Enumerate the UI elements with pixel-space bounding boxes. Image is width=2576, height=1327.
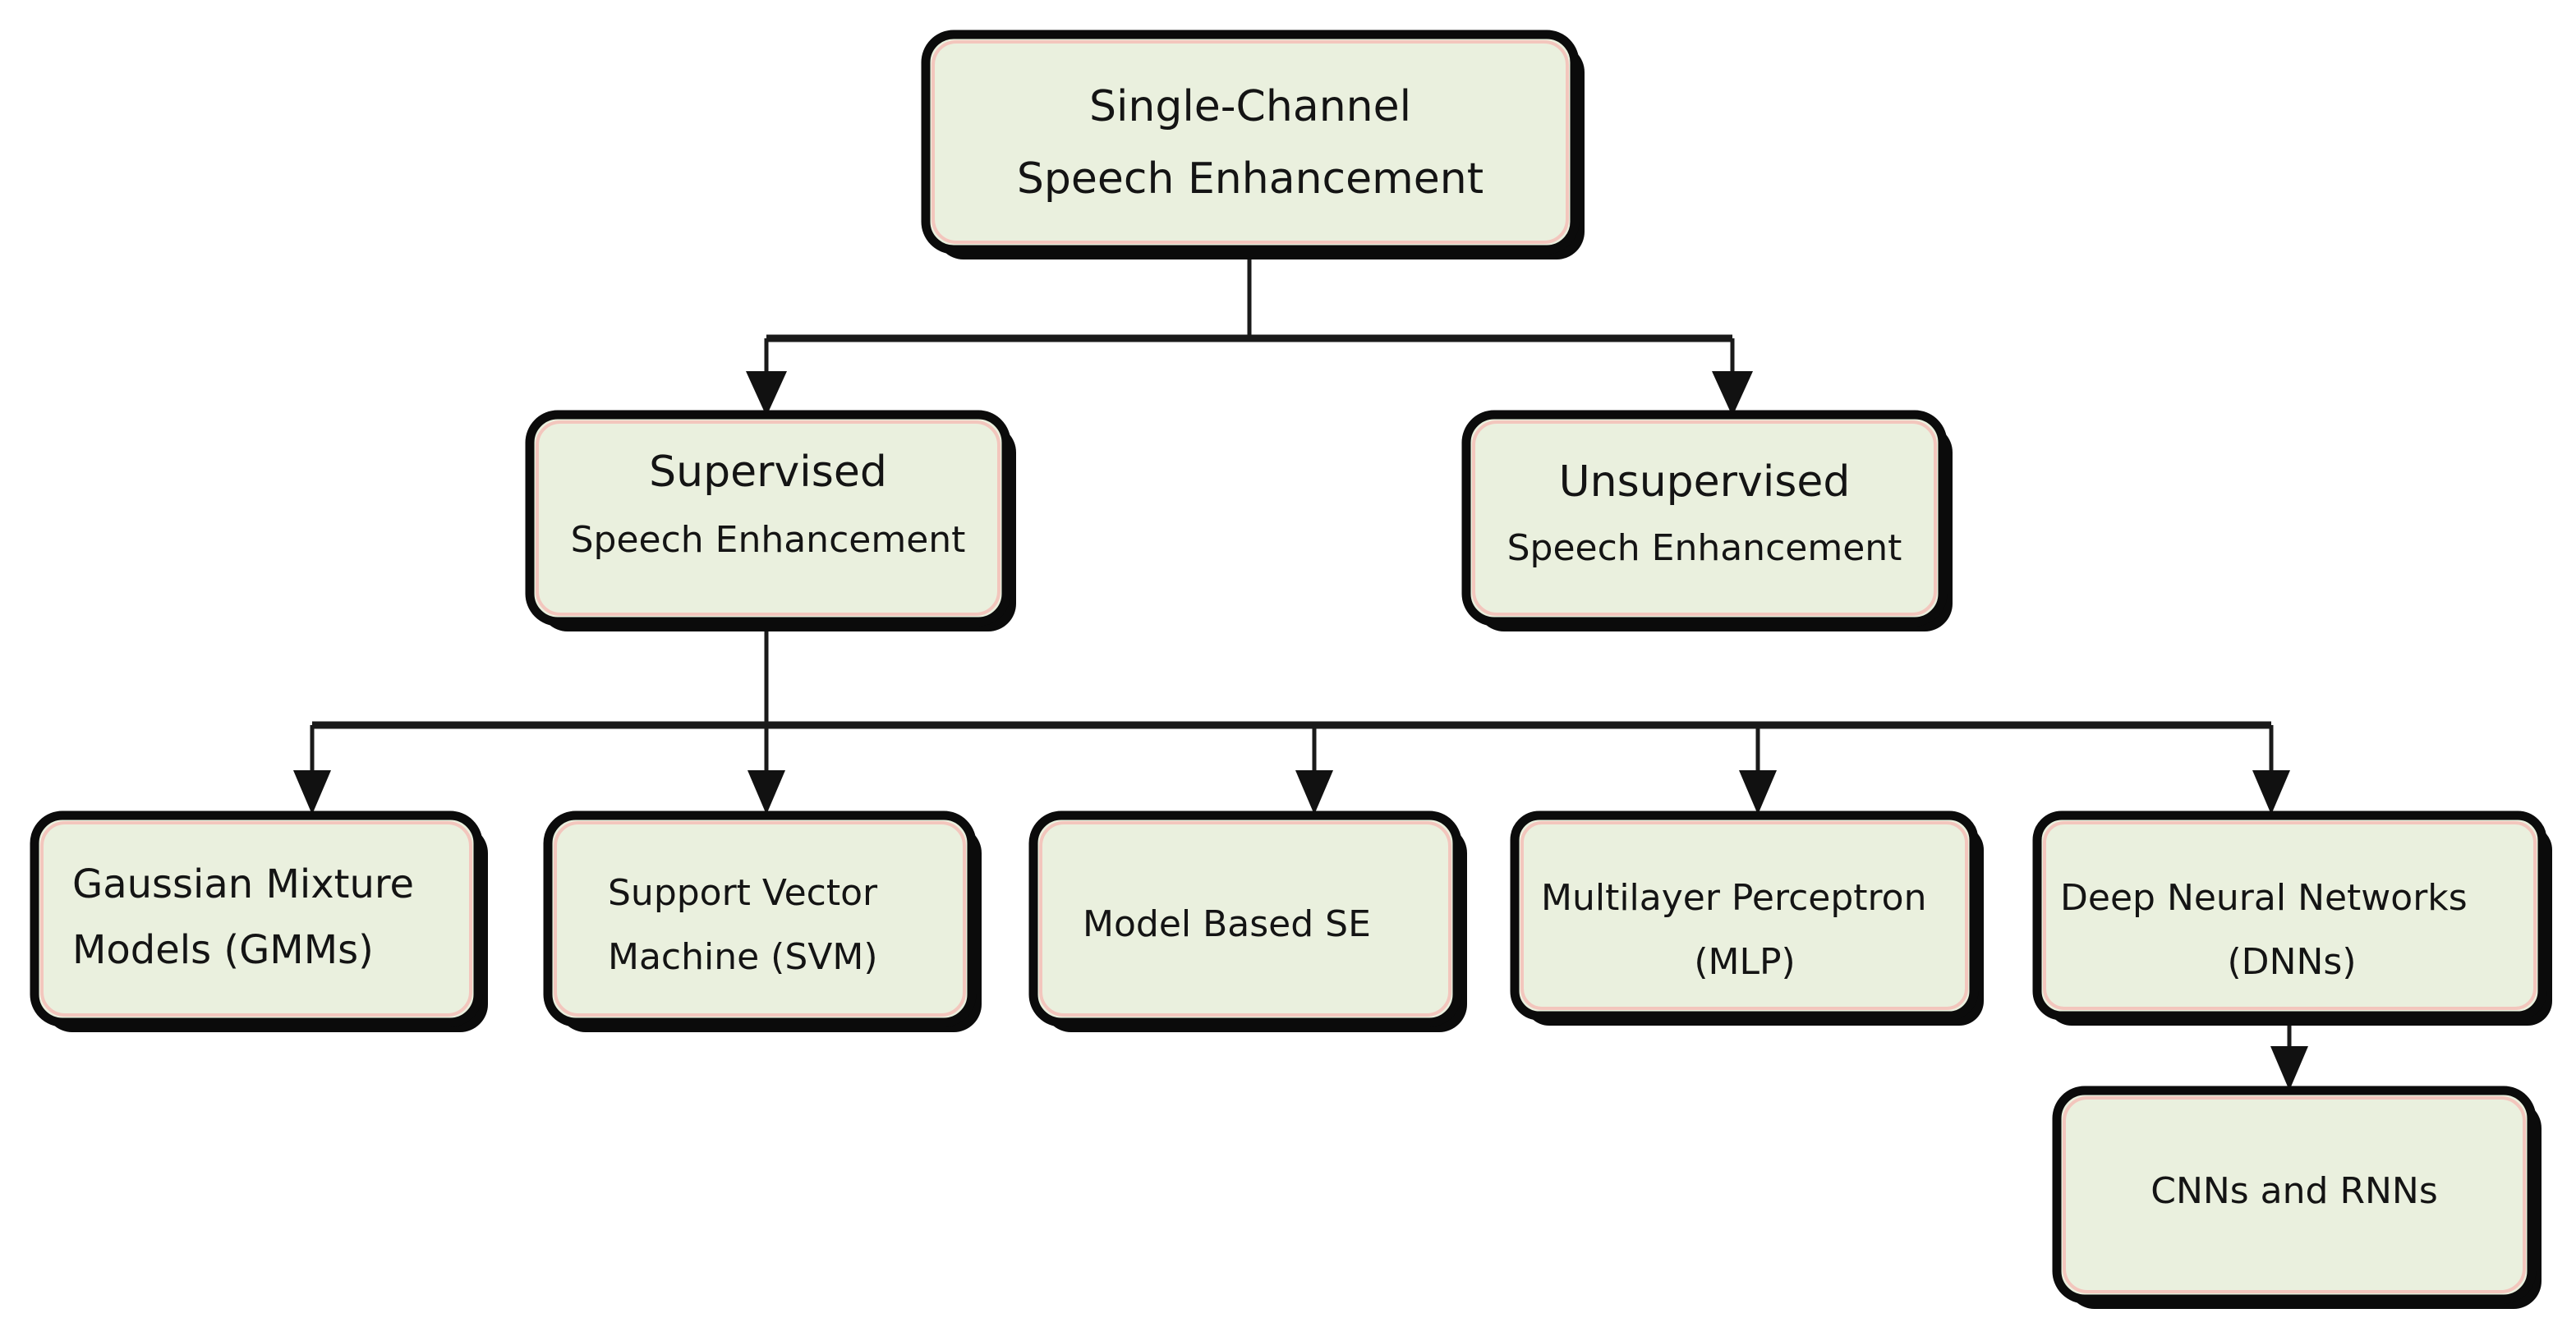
arrow-head-dnn	[2252, 770, 2290, 815]
node-surface	[30, 810, 483, 1027]
node-supervised-speech-enhancement[interactable]: Supervised Speech Enhancement	[525, 410, 1016, 631]
node-surface	[1510, 810, 1979, 1021]
edge-root-to-level2	[746, 250, 1753, 416]
node-tint-outline	[554, 821, 966, 1017]
node-label-line2: Speech Enhancement	[571, 519, 966, 561]
node-label-line2: Machine (SVM)	[608, 936, 878, 978]
node-label-line1: Model Based SE	[1083, 903, 1371, 945]
node-surface	[1461, 410, 1948, 627]
node-single-channel-speech-enhancement[interactable]: Single-Channel Speech Enhancement	[921, 30, 1585, 259]
node-tint-outline	[1520, 821, 1968, 1010]
node-surface	[921, 30, 1580, 255]
node-unsupervised-speech-enhancement[interactable]: Unsupervised Speech Enhancement	[1461, 410, 1953, 631]
node-label-line2: Speech Enhancement	[1507, 527, 1902, 569]
node-cnns-and-rnns[interactable]: CNNs and RNNs	[2052, 1086, 2542, 1309]
node-label-line1: Support Vector	[608, 872, 878, 914]
node-label-line1: Multilayer Perceptron	[1541, 877, 1926, 919]
node-label-line2: (DNNs)	[2228, 941, 2357, 983]
node-tint-outline	[2043, 821, 2537, 1010]
node-gaussian-mixture-models[interactable]: Gaussian Mixture Models (GMMs)	[30, 810, 488, 1032]
node-tint-outline	[40, 821, 472, 1017]
node-label-line1: Deep Neural Networks	[2060, 877, 2468, 919]
node-support-vector-machine[interactable]: Support Vector Machine (SVM)	[543, 810, 982, 1032]
node-tint-outline	[932, 40, 1569, 244]
arrow-head-unsupervised	[1712, 371, 1753, 416]
arrow-head-gmm	[293, 770, 331, 815]
node-multilayer-perceptron[interactable]: Multilayer Perceptron (MLP)	[1510, 810, 1984, 1026]
arrow-head-svm	[748, 770, 785, 815]
node-surface	[525, 410, 1011, 627]
node-tint-outline	[2063, 1096, 2526, 1293]
arrow-head-cnn-rnn	[2270, 1046, 2308, 1091]
node-surface	[2032, 810, 2547, 1021]
node-label-line2: Speech Enhancement	[1017, 154, 1484, 204]
node-surface	[1028, 810, 1462, 1027]
node-label-line1: Unsupervised	[1559, 457, 1851, 507]
edge-supervised-to-leaves	[293, 628, 2290, 815]
arrow-head-model-based	[1295, 770, 1333, 815]
node-surface	[543, 810, 977, 1027]
node-label-line2: (MLP)	[1694, 941, 1795, 983]
arrow-head-mlp	[1739, 770, 1777, 815]
node-label-line1: Supervised	[649, 448, 887, 497]
node-label-line1: Gaussian Mixture	[72, 861, 414, 907]
arrow-head-supervised	[746, 371, 787, 416]
node-label-line1: Single-Channel	[1089, 82, 1411, 131]
node-tint-outline	[1472, 420, 1937, 616]
node-label-line2: Models (GMMs)	[72, 927, 374, 973]
node-deep-neural-networks[interactable]: Deep Neural Networks (DNNs)	[2032, 810, 2552, 1026]
node-surface	[2052, 1086, 2537, 1304]
node-label-line1: CNNs and RNNs	[2150, 1170, 2438, 1212]
node-model-based-se[interactable]: Model Based SE	[1028, 810, 1467, 1032]
node-tint-outline	[1039, 821, 1451, 1017]
node-tint-outline	[536, 420, 1000, 616]
connector-layer	[293, 250, 2308, 1091]
